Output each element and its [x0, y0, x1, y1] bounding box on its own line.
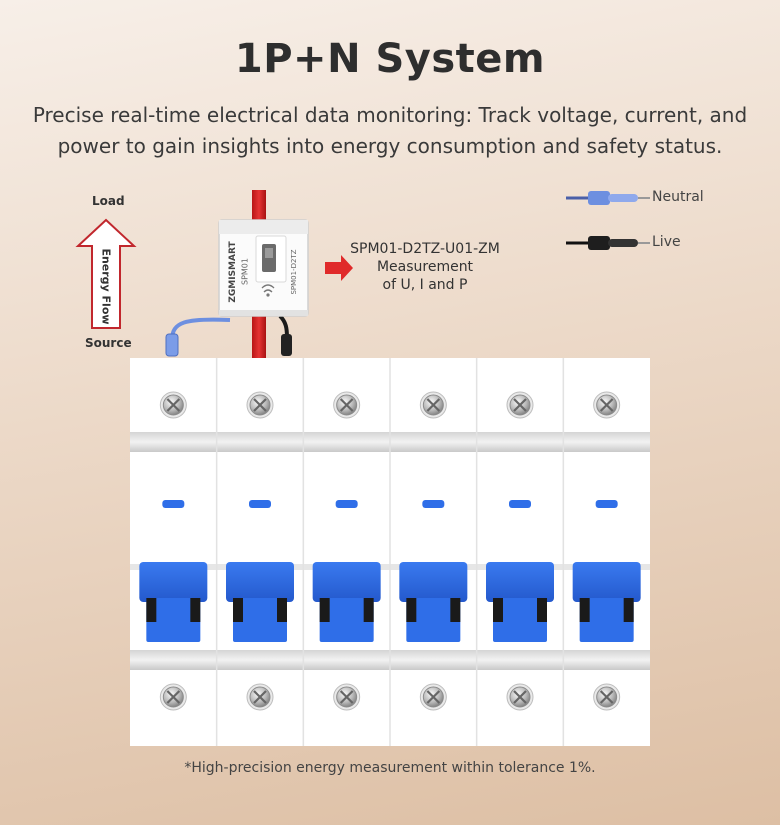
terminal-screw-bottom — [333, 683, 361, 711]
breaker-handle — [399, 562, 468, 642]
terminal-screw-bottom — [246, 683, 274, 711]
terminal-screw-top — [506, 391, 534, 419]
breaker-handle — [226, 562, 294, 642]
pointer-arrow — [325, 255, 353, 281]
live-ferrule — [281, 334, 292, 356]
page-subtitle: Precise real-time electrical data monito… — [30, 100, 750, 162]
device-description: SPM01-D2TZ-U01-ZM Measurement of U, I an… — [340, 240, 510, 294]
breaker-handle — [486, 562, 554, 642]
terminal-screw-top — [333, 391, 361, 419]
terminal-screw-top — [159, 391, 187, 419]
load-label: Load — [92, 194, 125, 208]
status-indicator — [595, 500, 618, 508]
breaker-module — [302, 358, 381, 746]
terminal-screw-bottom — [506, 683, 534, 711]
energy-flow-label: Energy Flow — [99, 248, 113, 325]
terminal-screw-top — [419, 391, 447, 419]
terminal-screw-bottom — [419, 683, 447, 711]
neutral-legend-swatch — [566, 191, 650, 205]
energy-flow-arrow — [75, 218, 137, 329]
status-indicator — [509, 500, 531, 508]
device-model-full: SPM01-D2TZ-U01-ZM — [350, 241, 500, 257]
breaker-modules — [139, 358, 641, 746]
terminal-screw-bottom — [159, 683, 187, 711]
breaker-handle — [312, 562, 381, 642]
subtitle-line-2: power to gain insights into energy consu… — [57, 134, 723, 158]
status-indicator — [422, 500, 445, 508]
live-legend-swatch — [566, 236, 650, 250]
footnote: *High-precision energy measurement withi… — [184, 760, 596, 776]
terminal-screw-top — [593, 391, 621, 419]
status-indicator — [249, 500, 271, 508]
breaker-module — [562, 358, 641, 746]
measurement-line-1: Measurement — [376, 259, 474, 275]
breaker-module — [475, 358, 554, 746]
breaker-handle — [139, 562, 208, 642]
spm01-device — [218, 219, 309, 317]
breaker-module — [139, 391, 208, 711]
device-model-short: SPM01 — [240, 258, 250, 285]
status-indicator — [162, 500, 185, 508]
breaker-module — [389, 358, 468, 746]
subtitle-line-1: Precise real-time electrical data monito… — [32, 103, 748, 127]
status-indicator — [335, 500, 358, 508]
device-brand: ZGMISMART — [228, 241, 238, 303]
source-label: Source — [85, 336, 132, 350]
neutral-legend-label: Neutral — [652, 189, 704, 205]
neutral-ferrule — [165, 333, 179, 357]
device-model-side: SPM01-D2TZ — [290, 249, 298, 295]
terminal-screw-bottom — [593, 683, 621, 711]
measurement-line-2: of U, I and P — [382, 277, 468, 293]
breaker-module — [215, 358, 294, 746]
neutral-wire — [170, 317, 231, 341]
live-legend-label: Live — [652, 234, 681, 250]
breaker-handle — [572, 562, 641, 642]
terminal-screw-top — [246, 391, 274, 419]
page-title: 1P+N System — [234, 36, 546, 82]
